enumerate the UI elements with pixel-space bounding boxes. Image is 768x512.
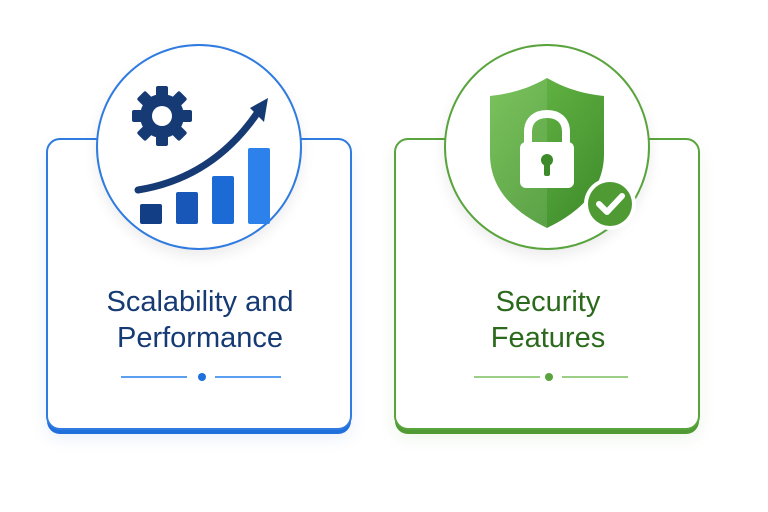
trend-arrow-icon	[134, 108, 262, 194]
divider-dot	[545, 373, 553, 381]
scalability-title: Scalability and Performance	[50, 284, 350, 356]
scalability-badge	[96, 44, 302, 250]
security-divider	[474, 372, 628, 382]
scalability-title-line1: Scalability and	[106, 286, 294, 318]
scalability-divider	[121, 372, 283, 382]
divider-dot	[198, 373, 206, 381]
lock-icon	[520, 109, 574, 188]
divider-line-right	[215, 376, 281, 378]
divider-line-right	[562, 376, 628, 378]
divider-line-left	[121, 376, 187, 378]
scalability-title-line2: Performance	[116, 322, 283, 354]
divider-line-left	[474, 376, 540, 378]
security-badge	[444, 44, 650, 250]
gear-growth-chart-icon	[132, 86, 270, 224]
check-icon	[584, 178, 636, 230]
security-title-line1: Security	[495, 286, 601, 318]
shield-lock-check-icon	[490, 78, 636, 230]
bar-chart-icon	[140, 148, 270, 224]
security-title-line2: Features	[490, 322, 606, 354]
gear-icon	[132, 86, 192, 146]
security-title: Security Features	[398, 284, 698, 356]
